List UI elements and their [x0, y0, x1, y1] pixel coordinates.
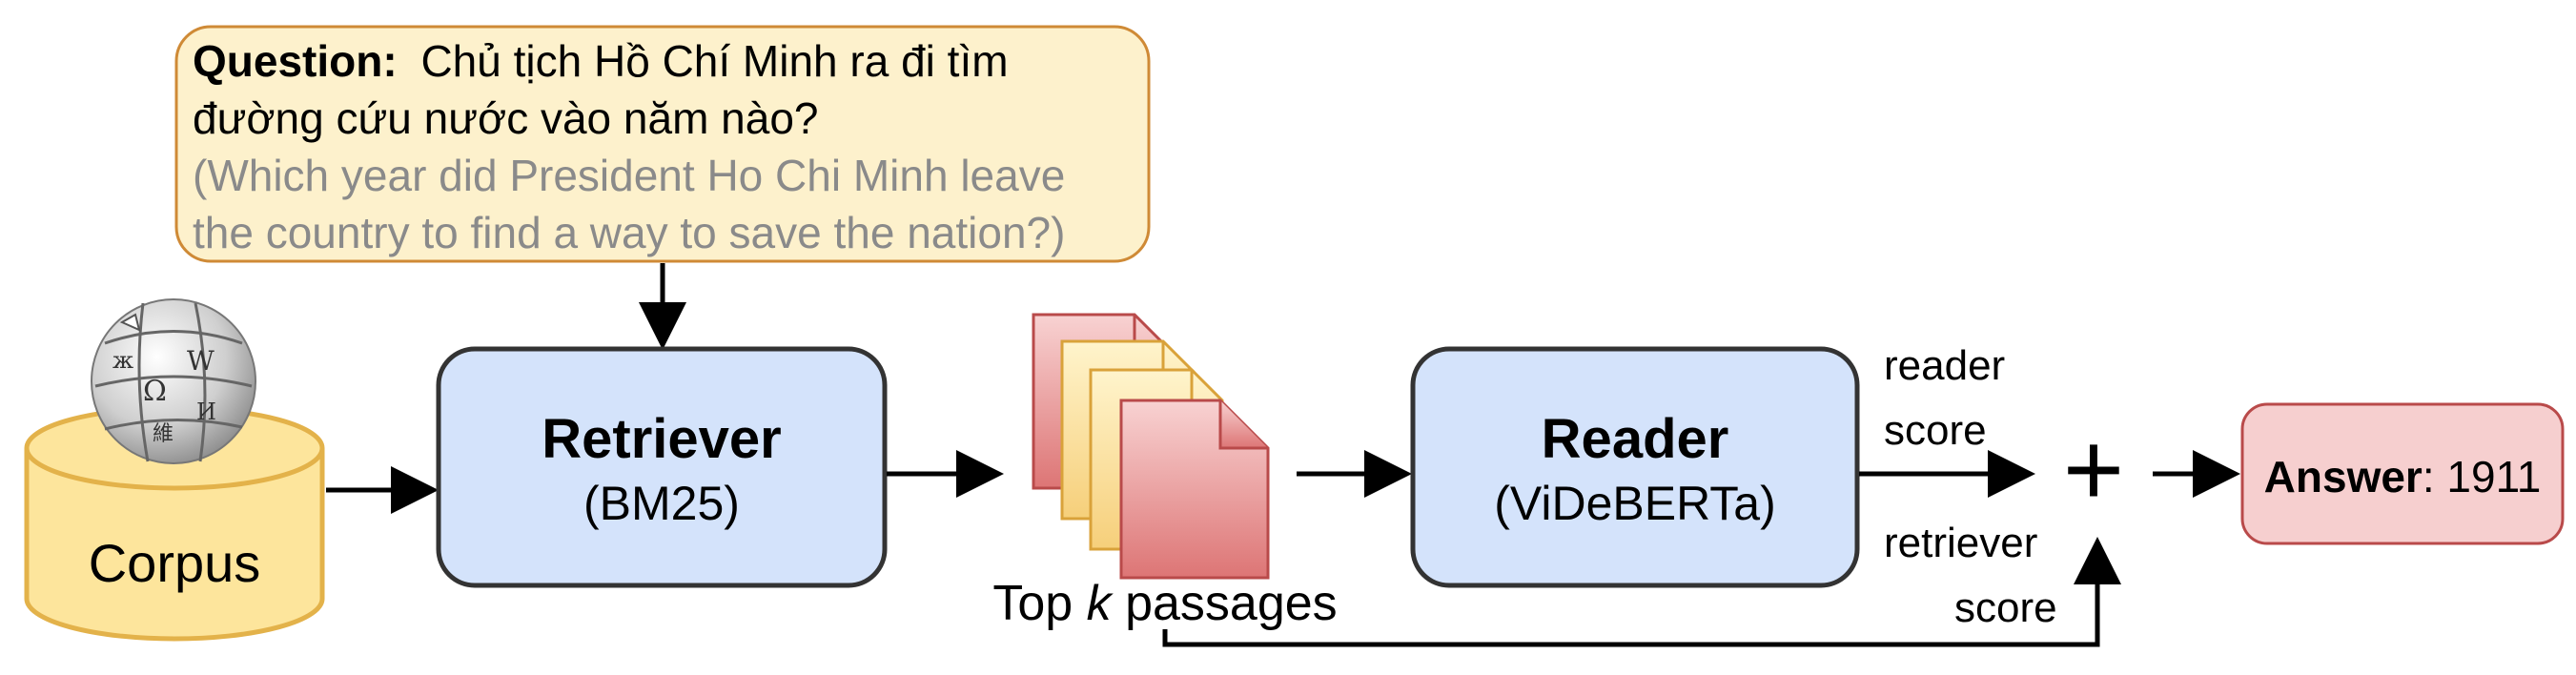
reader-score-label-line2: score: [1884, 407, 1987, 454]
svg-text:И: И: [196, 399, 216, 425]
question-text-line2: đường cứu nước vào năm nào?: [193, 93, 819, 143]
svg-text:Answer: 1911: Answer: 1911: [2264, 452, 2542, 501]
retriever-score-label-line2: score: [1954, 584, 2057, 631]
answer-label: Answer: [2264, 452, 2423, 501]
combine-plus-symbol: +: [2063, 411, 2124, 528]
retriever-score-label-line1: retriever: [1884, 520, 2037, 566]
wikipedia-globe-icon: Ω W ж И 維: [91, 298, 256, 464]
question-label: Question:: [193, 36, 398, 86]
corpus-cylinder: Corpus: [24, 405, 325, 642]
reader-score-label-line1: reader: [1884, 342, 2005, 389]
svg-text:維: 維: [153, 422, 174, 446]
question-text-line1: Chủ tịch Hồ Chí Minh ra đi tìm: [420, 36, 1008, 86]
passages-label: Top k passages: [992, 576, 1337, 631]
retriever-subtitle: (BM25): [583, 477, 740, 530]
retriever-box: Retriever (BM25): [436, 346, 888, 588]
retriever-title: Retriever: [542, 408, 781, 470]
answer-value: : 1911: [2423, 452, 2541, 501]
svg-text:W: W: [187, 345, 215, 377]
reader-subtitle: (ViDeBERTa): [1494, 477, 1775, 530]
question-translation-line1: (Which year did President Ho Chi Minh le…: [193, 151, 1065, 200]
arrow-retriever-score: [1162, 537, 2121, 647]
corpus-label: Corpus: [89, 533, 261, 593]
svg-text:ж: ж: [112, 347, 133, 374]
passages-stack-icon: [1032, 313, 1270, 580]
question-box: Question: Chủ tịch Hồ Chí Minh ra đi tìm…: [174, 25, 1151, 263]
reader-title: Reader: [1542, 408, 1729, 470]
svg-text:Ω: Ω: [143, 375, 167, 408]
svg-text:Question: Chủ tịch Hồ Ch: Question: Chủ tịch Hồ Chí Minh ra đi tìm: [193, 36, 1009, 86]
answer-box: Answer: 1911: [2240, 402, 2565, 545]
reader-box: Reader (ViDeBERTa): [1410, 346, 1860, 588]
question-translation-line2: the country to find a way to save the na…: [193, 208, 1065, 257]
